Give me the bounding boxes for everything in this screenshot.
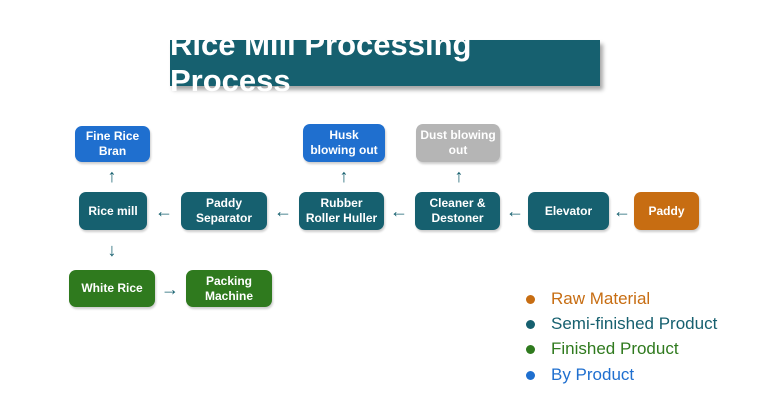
- node-rubber-roller-huller: Rubber Roller Huller: [299, 192, 384, 230]
- node-dust-blowing-out: Dust blowing out: [416, 124, 500, 162]
- node-packing-machine: Packing Machine: [186, 270, 272, 307]
- node-rice-mill: Rice mill: [79, 192, 147, 230]
- arrow-down-to-white-rice: ↓: [107, 240, 117, 260]
- arrow-left-to-huller: ←: [390, 201, 408, 221]
- legend-label-by: By Product: [551, 365, 635, 384]
- arrow-right-to-packing: →: [161, 279, 179, 299]
- legend-label-raw: Raw Material: [551, 289, 651, 308]
- legend-dot-semi: [526, 319, 535, 329]
- legend-label-semi: Semi-finished Product: [551, 314, 718, 333]
- legend-item-raw-material: Raw Material: [526, 288, 650, 310]
- node-cleaner-destoner: Cleaner & Destoner: [415, 192, 500, 230]
- diagram-title: Rice Mill Processing Process: [170, 27, 600, 98]
- legend-item-finished: Finished Product: [526, 338, 679, 360]
- legend-item-semi-finished: Semi-finished Product: [526, 313, 717, 335]
- legend-dot-finished: [526, 344, 535, 354]
- arrow-left-to-elevator: ←: [613, 201, 631, 221]
- legend-label-finished: Finished Product: [551, 339, 679, 358]
- node-paddy-separator: Paddy Separator: [181, 192, 267, 230]
- node-paddy: Paddy: [634, 192, 699, 230]
- node-husk-blowing-out: Husk blowing out: [303, 124, 385, 162]
- arrow-up-to-dust: ↑: [454, 166, 464, 186]
- node-fine-rice-bran: Fine Rice Bran: [75, 126, 150, 162]
- node-white-rice: White Rice: [69, 270, 155, 307]
- arrow-up-to-husk: ↑: [339, 166, 349, 186]
- legend-item-by-product: By Product: [526, 364, 634, 386]
- arrow-left-to-rice-mill: ←: [155, 201, 173, 221]
- node-elevator: Elevator: [528, 192, 609, 230]
- arrow-left-to-cleaner: ←: [506, 201, 524, 221]
- arrow-up-to-fine-rice-bran: ↑: [107, 166, 117, 186]
- legend-dot-by: [526, 370, 535, 380]
- arrow-left-to-paddy-separator: ←: [274, 201, 292, 221]
- legend-dot-raw: [526, 294, 535, 304]
